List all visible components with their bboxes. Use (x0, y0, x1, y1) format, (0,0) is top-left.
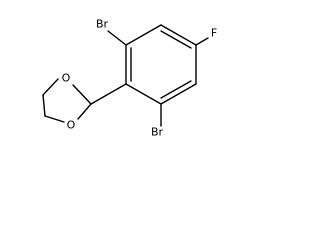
ring-bond-c3-c4-inner (160, 30, 192, 49)
bond-o-upper-ch2 (42, 78, 59, 96)
atom-label-o-lower: O (67, 119, 76, 132)
chemical-structure: O O Br Br F (42, 18, 217, 139)
atom-label-br-upper: Br (96, 18, 109, 31)
bond-ch2-o-lower (44, 115, 65, 123)
bond-o-lower-acetal (77, 103, 92, 120)
ring-bond-c6-c1 (125, 83, 162, 105)
ring-bond-c5-c6-inner (160, 80, 192, 99)
bond-c2-br-upper (107, 30, 127, 46)
atom-label-o-upper: O (62, 72, 71, 85)
ring-bond-c5-c6 (160, 83, 197, 105)
bond-ch2-ch2 (42, 94, 46, 117)
bond-acetal-o-upper (72, 84, 92, 105)
ring-bond-c2-c3 (125, 24, 162, 46)
atom-label-br-lower: Br (151, 126, 164, 139)
bond-c4-f (195, 37, 209, 46)
ring-bond-c3-c4 (160, 24, 197, 46)
atom-label-f: F (211, 27, 217, 40)
bond-c1-acetal (90, 83, 127, 105)
